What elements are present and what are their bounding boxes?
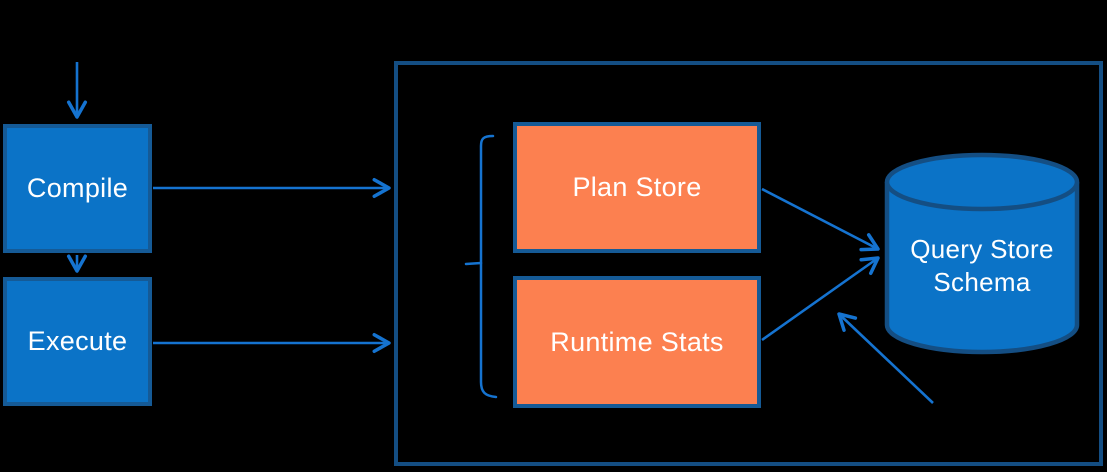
query-store-schema-label: Query Store Schema — [889, 233, 1075, 299]
plan-store-label: Plan Store — [572, 172, 702, 202]
compile-label: Compile — [26, 173, 129, 203]
query-store-schema-label-line1: Query Store — [910, 234, 1054, 264]
execute-label: Execute — [27, 326, 128, 356]
query-store-container — [394, 61, 1103, 466]
runtime-stats-node: Runtime Stats — [513, 276, 761, 408]
compile-node: Compile — [3, 124, 152, 253]
query-store-schema-label-line2: Schema — [933, 267, 1031, 297]
runtime-stats-label: Runtime Stats — [550, 326, 724, 357]
execute-node: Execute — [3, 277, 152, 406]
plan-store-node: Plan Store — [513, 122, 761, 253]
